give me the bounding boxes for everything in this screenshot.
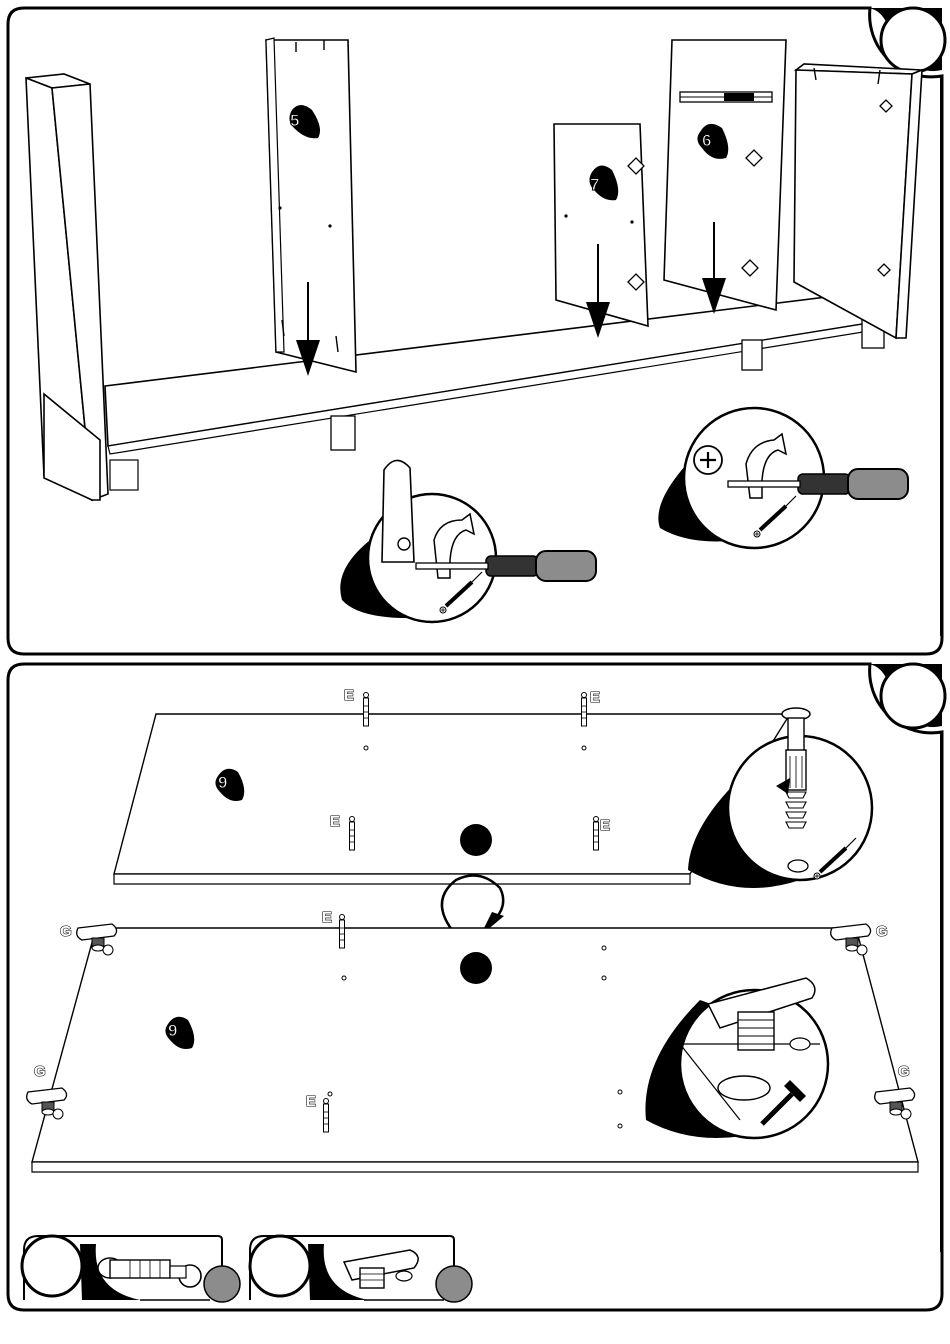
fastener-label-g: G <box>34 1063 46 1080</box>
drawer-runner <box>680 92 772 102</box>
fastener-label-g: G <box>876 923 888 940</box>
part-key-dowel <box>22 1236 240 1302</box>
fastener-label-g: G <box>60 923 72 940</box>
panel-part-6: 6 <box>664 40 786 310</box>
part-number-label: 7 <box>590 175 599 194</box>
screwdriver-detail-callout <box>340 460 596 622</box>
right-side-panel <box>794 64 922 338</box>
part-number-label: 5 <box>290 111 299 130</box>
step-panel-top: 5 7 6 <box>8 8 945 654</box>
fastener-label-e: E <box>306 1093 316 1110</box>
board-part-9-upper: 9 <box>114 714 790 884</box>
part-key-cam <box>250 1236 472 1302</box>
step-panel-bottom: 9 E E E E 9 <box>8 664 945 1310</box>
fastener-label-e: E <box>322 909 332 926</box>
fastener-label-e: E <box>330 813 340 830</box>
screwdriver-detail-callout <box>658 408 908 548</box>
fastener-label-e: E <box>590 689 600 706</box>
panel-part-5: 5 <box>266 38 356 372</box>
board-number-label: 9 <box>218 773 227 792</box>
cam-lock-icon <box>344 1250 418 1288</box>
dowel-icon <box>98 1258 201 1287</box>
fastener-label-e: E <box>600 817 610 834</box>
board-number-label: 9 <box>168 1021 177 1040</box>
fastener-label-g: G <box>898 1063 910 1080</box>
panel-part-7: 7 <box>554 124 648 326</box>
fastener-label-e: E <box>344 687 354 704</box>
part-number-label: 6 <box>702 131 711 150</box>
